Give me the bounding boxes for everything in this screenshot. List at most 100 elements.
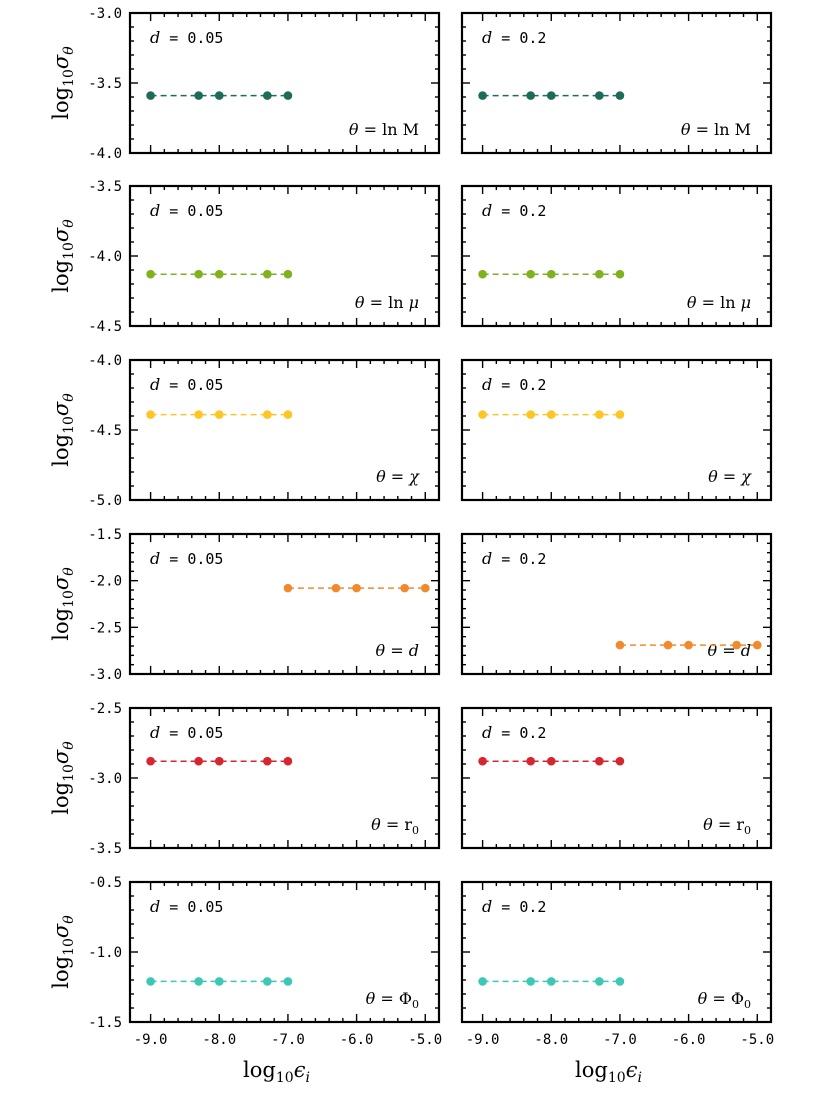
panel-d-label: d = 0.05 xyxy=(150,201,223,220)
y-tick-label: -3.0 xyxy=(88,6,122,22)
x-tick-label: -8.0 xyxy=(534,1032,568,1048)
panel-d-label: d = 0.05 xyxy=(150,28,223,47)
data-point xyxy=(526,410,535,419)
panel-param-label: θ = Φ0 xyxy=(698,989,751,1011)
ylabel-row-5: log10σθ xyxy=(49,915,77,989)
x-tick-label: -6.0 xyxy=(340,1032,374,1048)
data-point xyxy=(546,977,556,986)
ylabel-row-5-text: log10σθ xyxy=(49,915,77,989)
data-point xyxy=(331,583,341,593)
panel-r2-c1: d = 0.2θ = χ xyxy=(460,358,773,502)
data-point xyxy=(732,640,741,650)
y-tick-label: -1.5 xyxy=(88,527,122,543)
ylabel-row-4: log10σθ xyxy=(49,741,77,815)
data-point xyxy=(546,91,556,100)
data-point xyxy=(595,269,604,279)
data-point xyxy=(615,977,625,986)
data-point xyxy=(526,91,535,100)
data-point xyxy=(752,640,762,650)
y-tick-label: -4.0 xyxy=(88,146,122,162)
data-point xyxy=(526,756,535,766)
panel-param-label: θ = χ xyxy=(376,467,420,486)
y-tick-label: -3.5 xyxy=(88,179,122,195)
data-point xyxy=(214,91,224,100)
x-tick-label: -8.0 xyxy=(202,1032,236,1048)
panel-r1-c1: d = 0.2θ = ln μ xyxy=(460,184,773,328)
panel-frame xyxy=(128,532,441,676)
ylabel-row-4-text: log10σθ xyxy=(49,741,77,815)
data-point xyxy=(615,640,625,650)
data-point xyxy=(526,977,535,986)
panel-param-label: θ = r0 xyxy=(703,815,751,837)
panel-d-label: d = 0.05 xyxy=(150,375,223,394)
data-point xyxy=(595,756,604,766)
data-point xyxy=(684,640,693,650)
y-tick-label: -4.0 xyxy=(88,353,122,369)
x-tick-label: -7.0 xyxy=(603,1032,637,1048)
y-tick-label: -0.5 xyxy=(88,875,122,891)
panel-d-label: d = 0.2 xyxy=(482,549,546,568)
panel-d-label: d = 0.05 xyxy=(150,549,223,568)
panel-param-label: θ = ln M xyxy=(349,120,419,139)
data-point xyxy=(478,977,487,986)
y-tick-label: -4.5 xyxy=(88,319,122,335)
xlabel-col-0: log10ϵi xyxy=(243,1058,310,1086)
y-tick-label: -1.5 xyxy=(88,1015,122,1031)
data-point xyxy=(263,756,272,766)
data-point xyxy=(263,91,272,100)
data-point xyxy=(283,583,293,593)
y-tick-label: -2.0 xyxy=(88,574,122,590)
panel-r1-c0: -4.5-4.0-3.5d = 0.05θ = ln μ xyxy=(88,179,441,335)
panel-d-label: d = 0.2 xyxy=(482,897,546,916)
data-point xyxy=(478,91,487,100)
panel-r5-c0: -1.5-1.0-0.5-9.0-8.0-7.0-6.0-5.0d = 0.05… xyxy=(88,875,442,1048)
panel-r0-c1: d = 0.2 θ = ln M xyxy=(460,11,773,155)
xlabel-col-0-text: log10ϵi xyxy=(243,1058,310,1086)
panel-param-label: θ = d xyxy=(708,641,751,660)
data-point xyxy=(263,977,272,986)
y-tick-label: -2.5 xyxy=(88,620,122,636)
ylabel-row-1-text: log10σθ xyxy=(49,219,77,293)
data-point xyxy=(194,269,203,279)
panel-d-label: d = 0.2 xyxy=(482,375,546,394)
panel-r4-c0: -3.5-3.0-2.5d = 0.05θ = r0 xyxy=(88,701,441,857)
ylabel-row-3: log10σθ xyxy=(49,567,77,641)
xlabel-col-1: log10ϵi xyxy=(575,1058,642,1086)
data-point xyxy=(263,269,272,279)
data-point xyxy=(546,410,556,419)
data-point xyxy=(263,410,272,419)
y-tick-label: -4.0 xyxy=(88,249,122,265)
panel-param-label: θ = ln M xyxy=(681,120,751,139)
data-point xyxy=(214,756,224,766)
data-point xyxy=(352,583,361,593)
ylabel-row-1: log10σθ xyxy=(49,219,77,293)
data-point xyxy=(420,583,430,593)
data-point xyxy=(595,410,604,419)
data-point xyxy=(595,91,604,100)
y-tick-label: -5.0 xyxy=(88,493,122,509)
x-tick-label: -7.0 xyxy=(271,1032,305,1048)
data-point xyxy=(615,91,625,100)
data-point xyxy=(214,977,224,986)
data-point xyxy=(283,756,293,766)
x-tick-label: -5.0 xyxy=(408,1032,442,1048)
data-point xyxy=(400,583,409,593)
x-tick-label: -9.0 xyxy=(134,1032,168,1048)
panel-r0-c0: -4.0-3.5-3.0d = 0.05θ = ln M xyxy=(88,6,441,162)
data-point xyxy=(595,977,604,986)
data-point xyxy=(478,269,487,279)
panel-param-label: θ = Φ0 xyxy=(366,989,419,1011)
data-point xyxy=(194,91,203,100)
panel-d-label: d = 0.2 xyxy=(482,28,546,47)
panel-r3-c0: -3.0 -2.5 -2.0 -1.5 d = 0.05 θ = d xyxy=(88,527,441,683)
ylabel-row-3-text: log10σθ xyxy=(49,567,77,641)
data-point xyxy=(478,410,487,419)
panel-r5-c1: -9.0-8.0-7.0-6.0-5.0d = 0.2θ = Φ0 xyxy=(460,880,774,1048)
data-point xyxy=(526,269,535,279)
data-point xyxy=(146,91,155,100)
data-point xyxy=(546,269,556,279)
y-tick-label: -3.0 xyxy=(88,667,122,683)
data-point xyxy=(615,269,625,279)
panel-param-label: θ = d xyxy=(376,641,419,660)
